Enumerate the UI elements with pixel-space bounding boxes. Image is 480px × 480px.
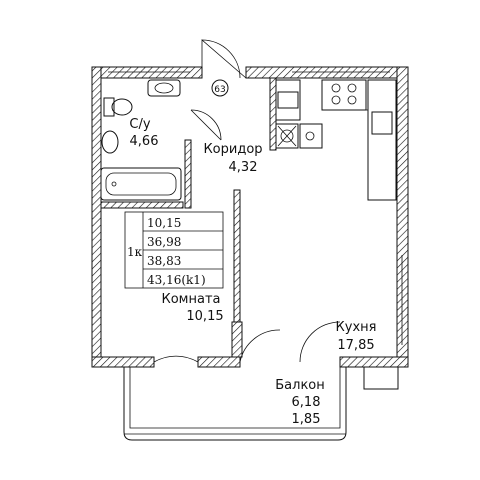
walls [91, 66, 409, 368]
bathroom-fixtures [100, 79, 182, 201]
kitchen-area: 17,85 [337, 338, 374, 353]
balcony-outline [123, 366, 399, 441]
summary-value-total: 36,98 [147, 235, 181, 249]
corridor-name: Коридор [203, 142, 262, 157]
summary-value-living: 10,15 [147, 216, 181, 230]
apartment-type: 1к [127, 245, 143, 259]
balcony-area-coef: 1,85 [292, 412, 321, 427]
kitchen-name: Кухня [336, 320, 377, 335]
bathroom-name: С/у [129, 117, 150, 132]
doors [153, 39, 341, 363]
room-name: Комната [162, 292, 221, 307]
windows [108, 71, 403, 345]
room-area: 10,15 [186, 309, 223, 324]
area-summary-table: 1к 10,15 36,98 38,83 43,16(k1) [124, 211, 224, 289]
balcony-area: 6,18 [292, 395, 321, 410]
balcony-name: Балкон [275, 378, 325, 393]
bathroom-area: 4,66 [130, 134, 159, 149]
corridor-area: 4,32 [229, 160, 258, 175]
summary-value-k1: 43,16(k1) [147, 273, 206, 287]
kitchen-fixtures [275, 79, 397, 201]
summary-value-total-balcony: 38,83 [147, 254, 181, 268]
section-marker: 63 [211, 79, 229, 97]
marker-number: 63 [214, 85, 225, 95]
